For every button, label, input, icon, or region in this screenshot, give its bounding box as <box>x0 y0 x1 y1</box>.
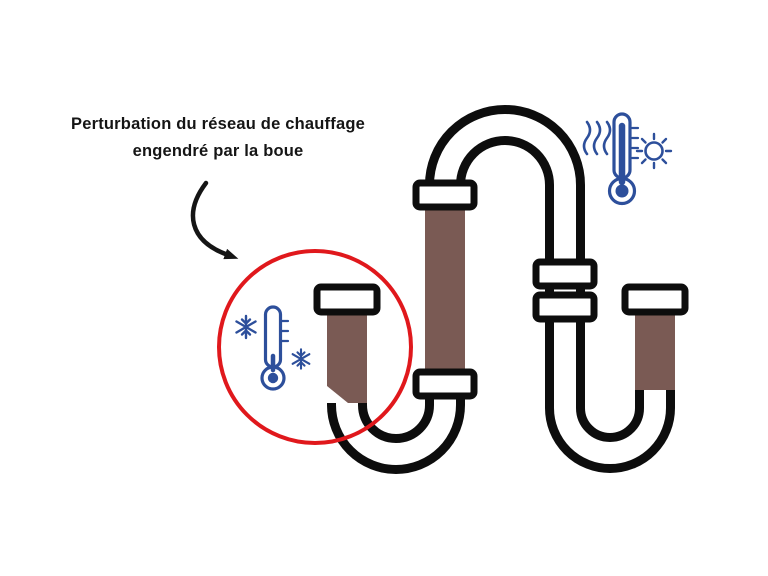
flange-right-upper <box>532 258 598 290</box>
flange-middle-top <box>412 179 478 211</box>
snowflake-icon <box>235 314 257 340</box>
annotation-line2: engendré par la boue <box>132 142 304 160</box>
flange-middle-bottom <box>412 368 478 400</box>
annotation-arrow <box>190 180 239 260</box>
thermometer-ticks <box>630 126 640 160</box>
sludge-left-notch <box>327 386 348 403</box>
thermometer-ticks <box>280 319 290 343</box>
highlight-circle <box>217 249 413 445</box>
sludge-right <box>635 311 675 390</box>
sludge-middle <box>425 206 465 373</box>
pipe-interior <box>336 114 666 465</box>
flange-right-lower <box>532 291 598 323</box>
annotation-text: Perturbation du réseau de chauffage enge… <box>40 111 396 165</box>
sun-icon <box>635 132 673 170</box>
snowflake-icon <box>291 348 311 370</box>
sludge-left <box>327 310 367 403</box>
thermometer-bulb-fill <box>267 372 279 384</box>
hot-thermometer-icon <box>582 112 673 206</box>
cold-thermometer-icon <box>235 305 311 391</box>
flange-right-cap <box>621 283 689 316</box>
flange-left-cap <box>313 283 381 316</box>
annotation-line1: Perturbation du réseau de chauffage <box>71 115 365 133</box>
heating-pipe <box>313 105 689 474</box>
thermometer-bulb-fill <box>615 184 629 198</box>
heat-waves-icon <box>582 120 612 156</box>
